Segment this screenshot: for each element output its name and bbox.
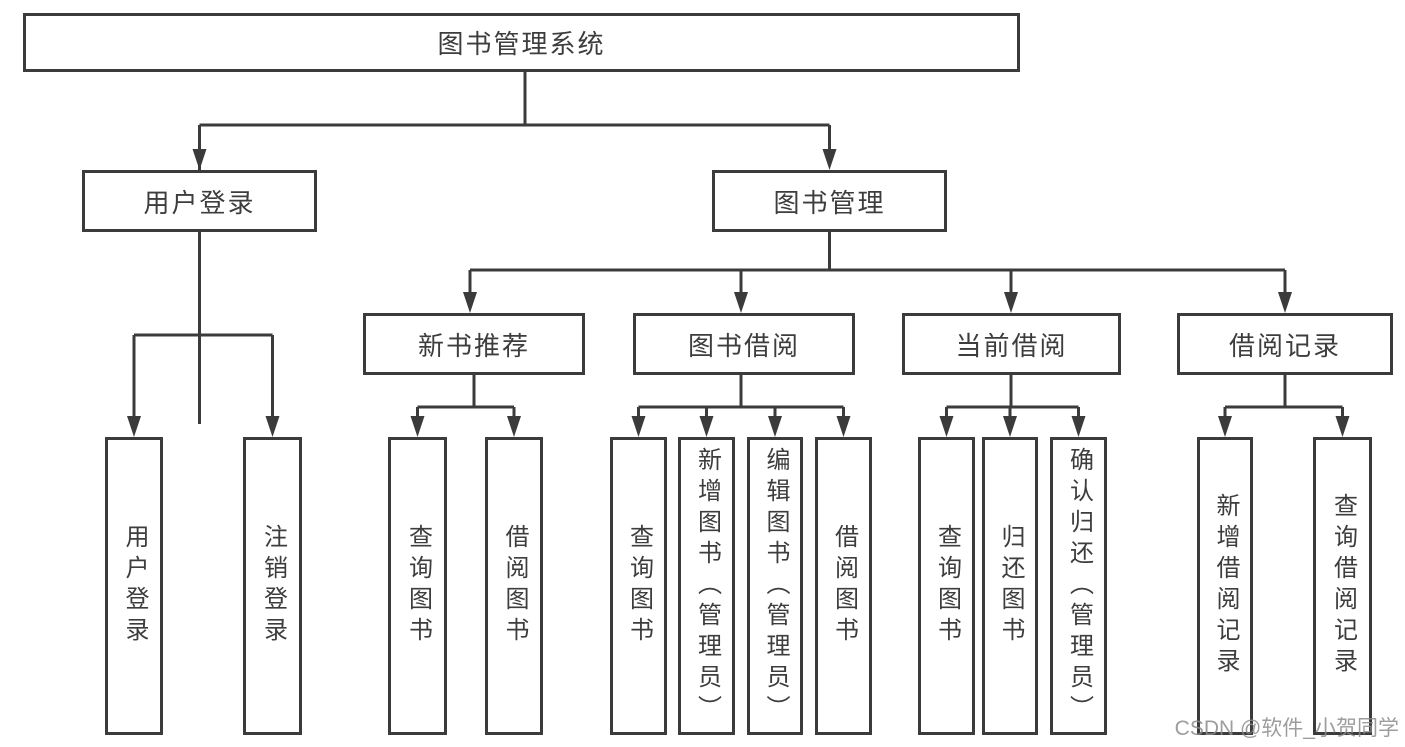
node-label: 借阅图书 [501, 524, 528, 648]
node-borrowing-records: 借阅记录 [1177, 313, 1393, 375]
node-label: 用户登录 [143, 187, 256, 218]
node-leaf-query-books: 查询图书 [918, 437, 975, 735]
node-label: 新书推荐 [417, 330, 530, 361]
node-leaf-confirm-return-admin: 确认归还（管理员） [1050, 437, 1107, 735]
node-leaf-edit-books-admin: 编辑图书（管理员） [747, 437, 803, 735]
node-label: 新增借阅记录 [1212, 493, 1239, 679]
node-leaf-borrow-books: 借阅图书 [815, 437, 872, 735]
node-leaf-add-books-admin: 新增图书（管理员） [678, 437, 735, 735]
node-library-management-system: 图书管理系统 [23, 13, 1020, 72]
node-leaf-add-borrow-record: 新增借阅记录 [1197, 437, 1253, 735]
node-leaf-logout: 注销登录 [243, 437, 302, 735]
node-leaf-return-books: 归还图书 [982, 437, 1038, 735]
node-leaf-query-borrow-record: 查询借阅记录 [1313, 437, 1372, 735]
node-user-login-module: 用户登录 [82, 170, 317, 232]
node-label: 查询借阅记录 [1329, 493, 1357, 679]
node-label: 确认归还（管理员） [1065, 446, 1093, 726]
node-book-borrowing: 图书借阅 [633, 313, 855, 375]
node-label: 归还图书 [997, 524, 1024, 648]
node-leaf-user-login: 用户登录 [105, 437, 163, 735]
node-label: 当前借阅 [955, 330, 1068, 361]
node-leaf-borrow-books: 借阅图书 [485, 437, 543, 735]
node-label: 图书借阅 [687, 330, 800, 361]
csdn-watermark: CSDN @软件_小贺同学 [1174, 717, 1399, 740]
node-leaf-query-books: 查询图书 [610, 437, 667, 735]
node-label: 用户登录 [121, 524, 148, 648]
node-new-book-recommendation: 新书推荐 [363, 313, 585, 375]
node-label: 借阅图书 [830, 524, 858, 648]
node-label: 编辑图书（管理员） [762, 446, 789, 726]
node-leaf-query-books: 查询图书 [388, 437, 447, 735]
node-label: 新增图书（管理员） [693, 446, 721, 726]
node-label: 图书管理系统 [437, 29, 606, 59]
node-label: 查询图书 [404, 524, 432, 648]
node-label: 查询图书 [933, 524, 961, 648]
node-label: 借阅记录 [1228, 330, 1341, 361]
node-label: 注销登录 [259, 524, 287, 648]
node-label: 图书管理 [773, 187, 886, 218]
node-current-borrowing: 当前借阅 [902, 313, 1121, 375]
node-label: 查询图书 [625, 524, 653, 648]
node-book-management-module: 图书管理 [712, 170, 947, 232]
